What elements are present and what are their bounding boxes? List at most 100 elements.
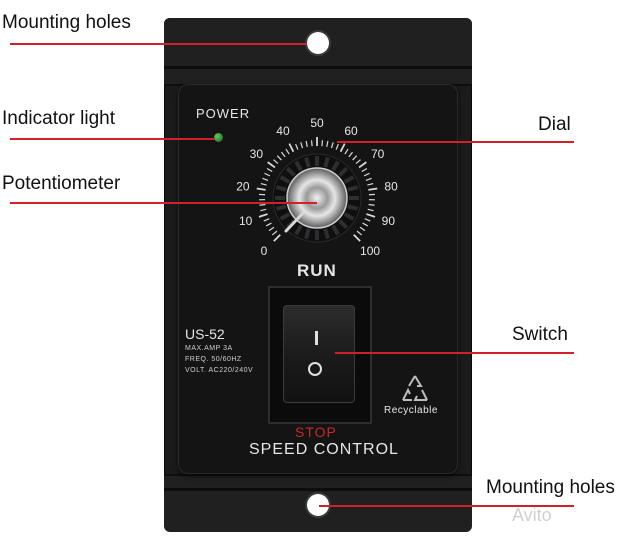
leader-mounting-bottom — [319, 505, 574, 507]
dial-tick — [285, 148, 290, 155]
callout-dial: Dial — [538, 114, 571, 135]
callout-switch: Switch — [512, 324, 568, 345]
dial-scale-label: 100 — [360, 244, 380, 258]
rocker-switch[interactable] — [283, 305, 355, 403]
dial-tick — [288, 143, 295, 153]
dial-tick — [268, 226, 275, 232]
dial-tick — [335, 143, 339, 150]
top-mounting-hole — [307, 32, 329, 54]
knob-grip-tooth — [347, 185, 359, 192]
callout-potentiometer: Potentiometer — [2, 173, 121, 194]
dial-scale-label: 40 — [276, 124, 290, 138]
bottom-mounting-hole — [307, 494, 329, 516]
dial-tick — [265, 222, 272, 227]
dial-tick — [266, 167, 273, 173]
dial-tick — [330, 142, 334, 149]
dial-tick — [321, 140, 324, 147]
knob-grip-tooth — [323, 156, 330, 168]
switch-on-mark — [315, 331, 318, 345]
dial-tick — [339, 143, 346, 153]
leader-indicator — [10, 138, 215, 140]
dial-tick — [305, 140, 308, 148]
dial-tick — [260, 182, 267, 186]
leader-potentiometer — [10, 202, 317, 204]
knob-grip-tooth — [331, 224, 340, 236]
dial-scale-label: 10 — [239, 214, 253, 228]
knob-grip-tooth — [279, 212, 291, 221]
callout-mounting-holes-top: Mounting holes — [2, 12, 131, 33]
knob-grip-tooth — [347, 204, 359, 211]
dial-ticks — [256, 137, 378, 242]
dial-tick — [273, 234, 281, 242]
dial-tick — [366, 213, 376, 218]
knob-pointer — [284, 211, 305, 233]
dial-tick — [271, 230, 278, 236]
knob-grip-tooth — [294, 160, 303, 172]
dial-tick — [326, 140, 329, 148]
dial-tick — [362, 222, 369, 227]
recyclable-label: Recyclable — [384, 405, 438, 416]
model-number: US-52 — [185, 326, 225, 342]
leader-mounting-top — [10, 43, 307, 45]
dial-tick — [280, 151, 286, 158]
dial-tick — [356, 230, 363, 236]
watermark: Avito — [512, 505, 552, 525]
dial-tick — [348, 151, 354, 158]
dial-tick — [364, 218, 371, 222]
dial-tick — [361, 167, 368, 173]
dial-tick — [259, 203, 266, 206]
dial-tick — [352, 155, 358, 161]
dial-scale-label: 90 — [382, 214, 396, 228]
knob-grip-tooth — [338, 166, 349, 177]
top-rail — [164, 66, 472, 69]
power-label: POWER — [196, 106, 251, 121]
dial-tick — [262, 177, 269, 181]
spec-freq: FREQ. 50/60HZ — [185, 356, 242, 363]
spec-amp: MAX.AMP 3A — [185, 345, 233, 352]
knob-grip-tooth — [331, 160, 340, 172]
dial-tick — [273, 159, 279, 165]
leader-dial — [337, 141, 574, 143]
dial-tick — [258, 213, 268, 218]
dial-scale-label: 70 — [371, 147, 385, 161]
dial-tick — [276, 155, 282, 161]
dial-tick — [363, 172, 370, 177]
knob-grip-tooth — [304, 228, 311, 240]
recycle-icon — [402, 375, 428, 401]
dial-tick — [295, 143, 299, 150]
leader-switch — [335, 352, 574, 354]
knob-grip-tooth — [275, 204, 287, 211]
dial-tick — [310, 140, 313, 147]
bottom-rail — [164, 488, 472, 491]
dial-tick — [264, 172, 271, 177]
dial-tick — [365, 177, 372, 181]
knob-grip-tooth — [275, 185, 287, 192]
indicator-led-icon — [214, 133, 223, 142]
speed-control-label: SPEED CONTROL — [249, 441, 399, 458]
spec-volt: VOLT. AC220/240V — [185, 367, 254, 374]
knob-grip-tooth — [343, 212, 355, 221]
knob-grip-tooth — [323, 228, 330, 240]
dial-scale-label: 60 — [344, 124, 358, 138]
dial-scale-label: 80 — [384, 179, 398, 193]
knob-grip-tooth — [285, 166, 296, 177]
knob-grip-tooth — [304, 156, 311, 168]
knob-grip-tooth — [294, 224, 303, 236]
dial-tick — [367, 182, 374, 186]
knob-grip-tooth — [338, 219, 349, 230]
dial-scale-label: 30 — [250, 147, 264, 161]
dial-tick — [359, 226, 366, 232]
dial-tick — [355, 159, 361, 165]
dial-tick — [300, 142, 304, 149]
dial-tick — [368, 187, 378, 191]
dial-tick — [368, 203, 375, 206]
callout-mounting-holes-bottom: Mounting holes — [486, 477, 615, 498]
stop-label: STOP — [295, 424, 337, 440]
dial-tick — [358, 161, 367, 169]
knob-grip-tooth — [343, 175, 355, 184]
knob-grip-tooth — [279, 175, 291, 184]
callout-indicator-light: Indicator light — [2, 108, 116, 129]
dial-tick — [367, 208, 374, 212]
